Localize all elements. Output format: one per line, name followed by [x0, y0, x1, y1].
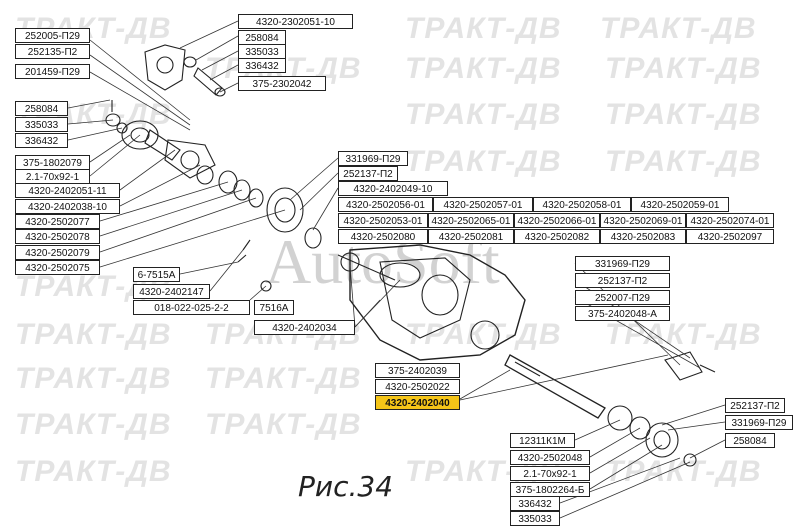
part-label: 375-2302042 — [238, 76, 326, 91]
part-label: 335033 — [15, 117, 68, 132]
part-label: 4320-2502078 — [15, 229, 100, 244]
watermark: ТРАКТ-ДВ — [605, 52, 762, 85]
part-label: 375-1802079 — [15, 155, 90, 170]
part-label: 7516А — [254, 300, 294, 315]
watermark: ТРАКТ-ДВ — [605, 318, 762, 351]
part-label: 4320-2502080 — [338, 229, 428, 244]
part-label: 4320-2502059-01 — [631, 197, 729, 212]
watermark: ТРАКТ-ДВ — [15, 455, 172, 488]
watermark: ТРАКТ-ДВ — [405, 318, 562, 351]
part-label: 335033 — [510, 511, 560, 526]
watermark: ТРАКТ-ДВ — [405, 52, 562, 85]
part-label: 12311К1М — [510, 433, 575, 448]
part-label: 331969-П29 — [338, 151, 408, 166]
watermark: ТРАКТ-ДВ — [605, 145, 762, 178]
part-label: 4320-2502079 — [15, 245, 100, 260]
part-label: 4320-2502066-01 — [514, 213, 600, 228]
watermark: ТРАКТ-ДВ — [405, 98, 562, 131]
part-label: 4320-2502057-01 — [433, 197, 533, 212]
watermark: ТРАКТ-ДВ — [205, 362, 362, 395]
flange-part — [144, 44, 186, 91]
watermark: ТРАКТ-ДВ — [600, 12, 757, 45]
part-label: 4320-2502056-01 — [338, 197, 433, 212]
part-label: 6-7515А — [133, 267, 180, 282]
part-label: 375-2402039 — [375, 363, 460, 378]
part-label: 4320-2502081 — [428, 229, 514, 244]
part-label: 4320-2502022 — [375, 379, 460, 394]
part-label: 258084 — [725, 433, 775, 448]
gear-part — [266, 187, 304, 233]
part-label: 2.1-70х92-1 — [510, 466, 590, 481]
part-label: 4320-2502075 — [15, 260, 100, 275]
part-label: 4320-2502069-01 — [600, 213, 686, 228]
part-label: 252005-П29 — [15, 28, 90, 43]
part-label: 258084 — [15, 101, 68, 116]
part-label: 331969-П29 — [575, 256, 670, 271]
bearing-part — [607, 405, 633, 431]
part-label: 252135-П2 — [15, 44, 90, 59]
bolt-part — [193, 67, 223, 96]
part-label: 336432 — [238, 58, 286, 73]
part-label: 252137-П2 — [575, 273, 670, 288]
part-label: 252007-П29 — [575, 290, 670, 305]
watermark: ТРАКТ-ДВ — [15, 362, 172, 395]
part-label: 4320-2402147 — [133, 284, 210, 299]
watermark: ТРАКТ-ДВ — [605, 455, 762, 488]
part-label: 336432 — [15, 133, 68, 148]
part-label: 252137-П2 — [725, 398, 785, 413]
part-label: 201459-П29 — [15, 64, 90, 79]
housing-part — [349, 244, 526, 361]
flange-hole — [156, 56, 174, 74]
part-label: 258084 — [238, 30, 286, 45]
shaft-part — [504, 354, 606, 419]
part-label: 4320-2502074-01 — [686, 213, 774, 228]
part-label: 4320-2402049-10 — [338, 181, 448, 196]
watermark: ТРАКТ-ДВ — [205, 408, 362, 441]
watermark: ТРАКТ-ДВ — [405, 12, 562, 45]
part-label: 2.1-70х92-1 — [15, 169, 90, 184]
watermark: ТРАКТ-ДВ — [405, 145, 562, 178]
part-label: 4320-2402034 — [254, 320, 355, 335]
watermark: ТРАКТ-ДВ — [605, 98, 762, 131]
figure-caption: Рис.34 — [298, 470, 394, 503]
part-label: 4320-2302051-10 — [238, 14, 353, 29]
part-label: 4320-2402051-11 — [15, 183, 120, 198]
gear-part — [379, 262, 421, 288]
part-label: 336432 — [510, 496, 560, 511]
part-label: 4320-2502053-01 — [338, 213, 428, 228]
part-label: 375-1802264-Б — [510, 482, 590, 497]
part-label: 375-2402048-А — [575, 306, 670, 321]
part-label: 018-022-025-2-2 — [133, 300, 250, 315]
part-label: 4320-2502082 — [514, 229, 600, 244]
part-label: 335033 — [238, 44, 286, 59]
part-label: 4320-2502077 — [15, 214, 100, 229]
part-label: 4320-2502097 — [686, 229, 774, 244]
part-label: 4320-2502065-01 — [428, 213, 514, 228]
part-label: 252137-П2 — [338, 166, 398, 181]
part-label: 331969-П29 — [725, 415, 793, 430]
part-label: 4320-2502058-01 — [533, 197, 631, 212]
part-label: 4320-2502048 — [510, 450, 590, 465]
cap-part — [664, 351, 703, 381]
part-label: 4320-2402038-10 — [15, 199, 120, 214]
watermark: ТРАКТ-ДВ — [15, 318, 172, 351]
watermark: ТРАКТ-ДВ — [15, 408, 172, 441]
highlighted-part-label: 4320-2402040 — [375, 395, 460, 410]
part-label: 4320-2502083 — [600, 229, 686, 244]
